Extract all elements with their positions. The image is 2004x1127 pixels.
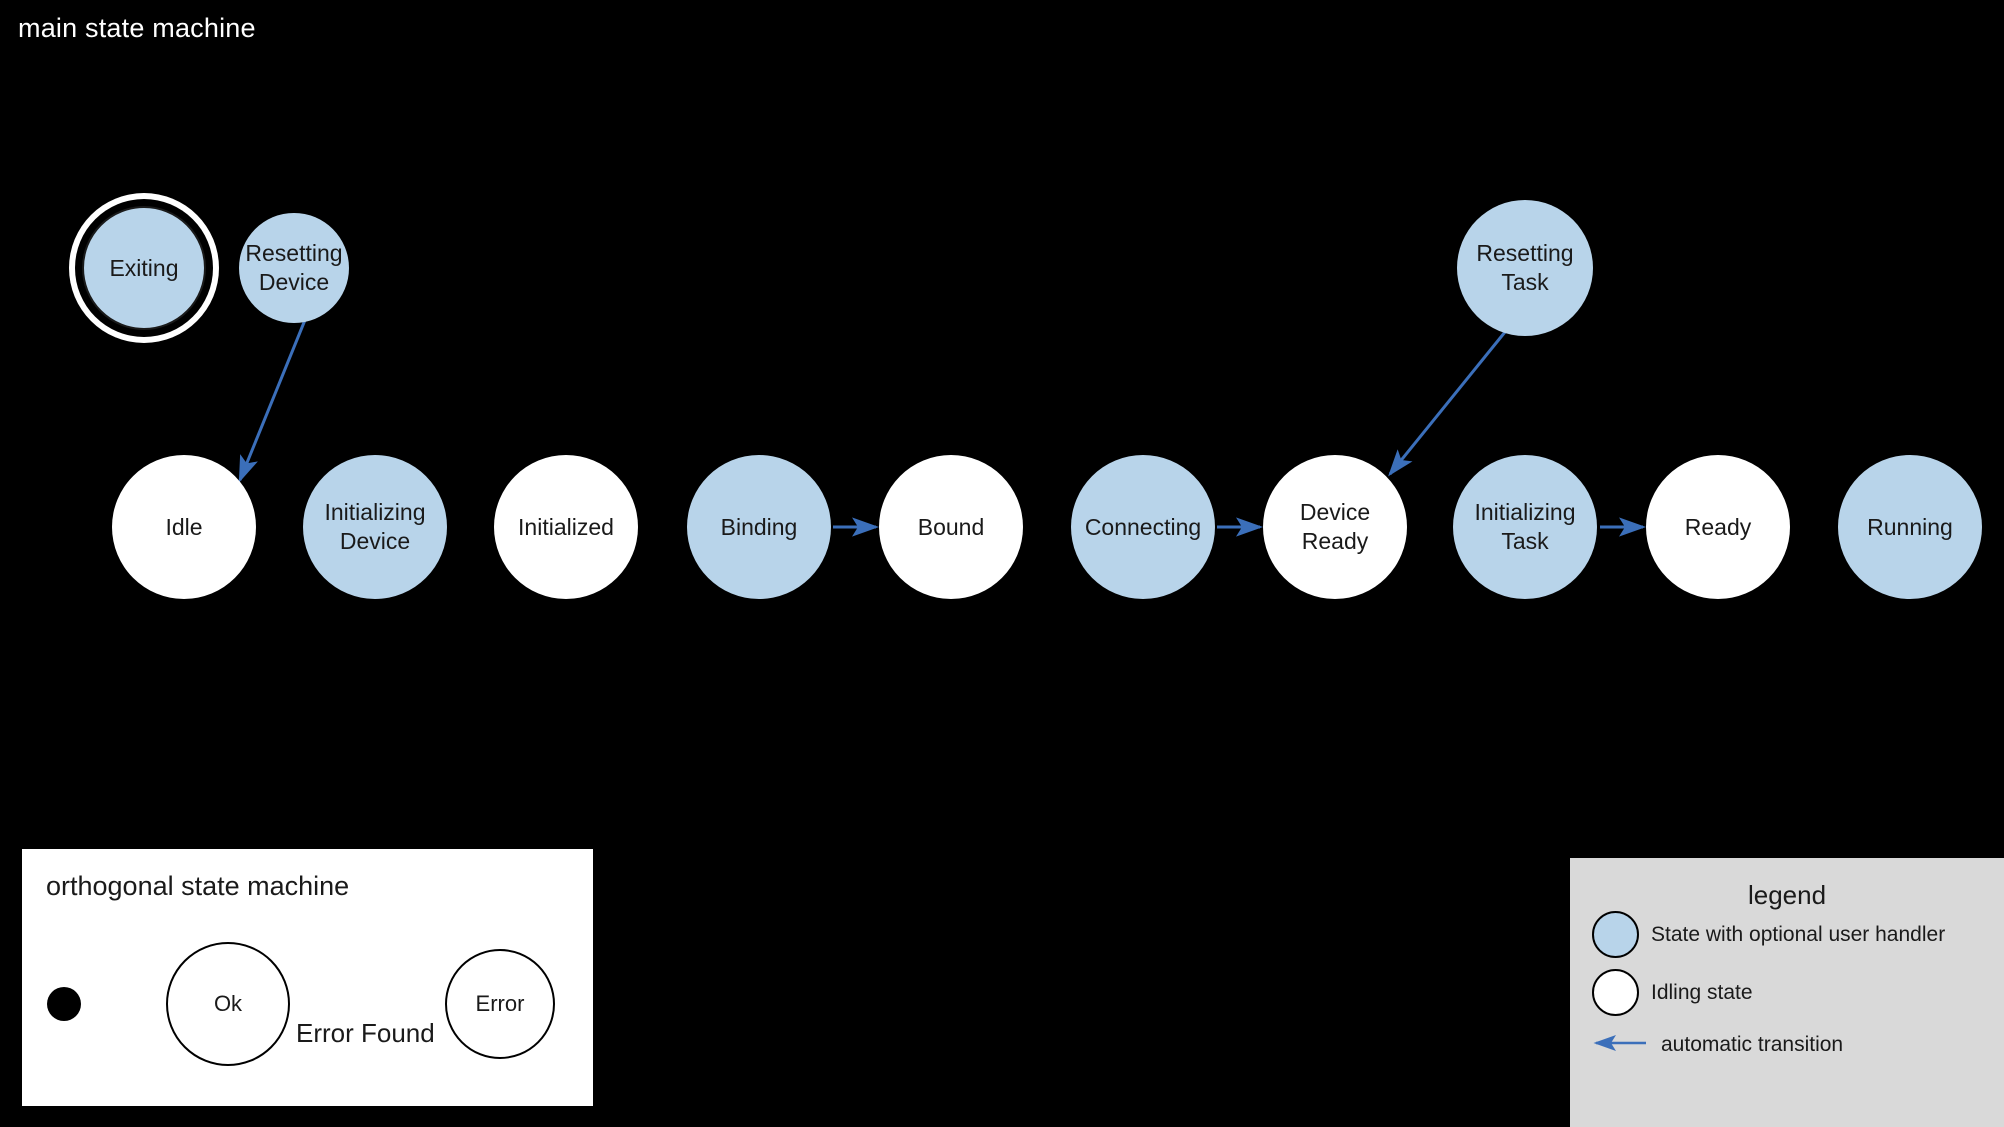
orthogonal-panel-title: orthogonal state machine <box>46 871 350 901</box>
state-label: Bound <box>917 513 985 540</box>
left-arrow-icon <box>1592 1021 1646 1068</box>
initial-state-dot <box>47 987 81 1021</box>
state-node-exiting[interactable]: Exiting <box>82 206 206 330</box>
state-node-bound[interactable]: Bound <box>879 455 1023 599</box>
diagram-title: main state machine <box>18 13 256 43</box>
state-label: Connecting <box>1084 513 1202 540</box>
legend-panel: legend <box>1570 858 2004 1127</box>
ortho-state-node-error[interactable]: Error <box>445 949 555 1059</box>
legend-item-label: State with optional user handler <box>1651 922 1946 946</box>
white-circle-icon <box>1592 969 1639 1016</box>
state-node-connecting[interactable]: Connecting <box>1071 455 1215 599</box>
transition-t-resetting-task-device <box>1388 331 1507 477</box>
state-label: Exiting <box>109 254 179 281</box>
state-label: Running <box>1867 513 1953 540</box>
transition-t-resetting-device-idle <box>238 319 307 483</box>
main-transitions <box>238 319 1646 537</box>
ortho-state-node-ok[interactable]: Ok <box>166 942 290 1066</box>
state-node-initialized[interactable]: Initialized <box>494 455 638 599</box>
legend-idling-state: Idling state <box>1592 969 1753 1016</box>
ortho-state-label: Error <box>475 991 525 1016</box>
ortho-state-label: Ok <box>213 991 243 1016</box>
state-node-binding[interactable]: Binding <box>687 455 831 599</box>
state-label: Binding <box>720 513 798 540</box>
state-label: Initialized <box>518 513 614 540</box>
legend-handler-state: State with optional user handler <box>1592 911 1945 958</box>
state-node-ready[interactable]: Ready <box>1646 455 1790 599</box>
legend-title: legend <box>1747 880 1827 910</box>
state-node-running[interactable]: Running <box>1838 455 1982 599</box>
legend-item-label: Idling state <box>1651 980 1753 1004</box>
state-label: Ready <box>1684 513 1752 540</box>
legend-auto-transition: automatic transition <box>1592 1021 1843 1068</box>
ortho-transition-label: Error Found <box>296 1018 435 1048</box>
state-label: Idle <box>165 513 203 540</box>
legend-item-label: automatic transition <box>1661 1032 1844 1056</box>
state-node-idle[interactable]: Idle <box>112 455 256 599</box>
blue-circle-icon <box>1592 911 1639 958</box>
